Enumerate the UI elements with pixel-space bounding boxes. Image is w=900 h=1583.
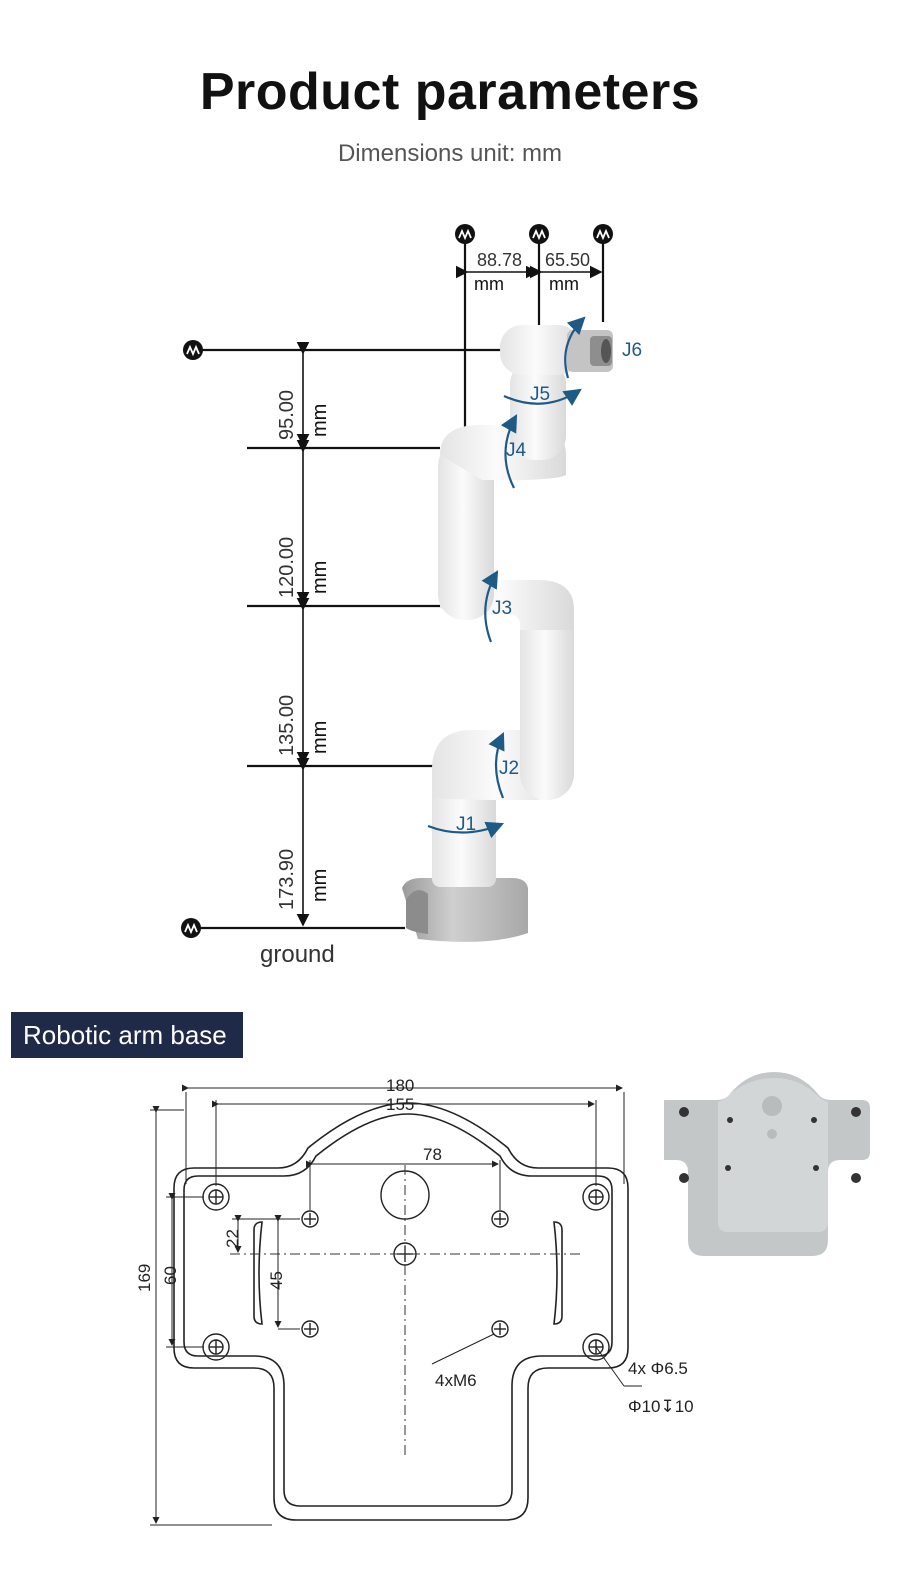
dim-inner-hole-spacing-v: 45 bbox=[267, 1271, 286, 1290]
dim-inner-offset: 22 bbox=[223, 1229, 242, 1248]
dimension-lines bbox=[150, 1084, 642, 1526]
dim-v1-value: 95.00 bbox=[276, 390, 298, 440]
datum-symbols bbox=[181, 224, 613, 938]
datum-icon bbox=[593, 224, 613, 244]
threaded-hole bbox=[301, 1320, 319, 1338]
dim-inner-hole-spacing: 78 bbox=[423, 1145, 442, 1164]
dim-v3-value: 135.00 bbox=[276, 695, 298, 756]
joint-rotation-arrows bbox=[427, 316, 586, 839]
counterbore-note: Φ10↧10 bbox=[628, 1397, 694, 1416]
center-lines bbox=[230, 1165, 582, 1455]
base-technical-drawing: 180 155 78 169 60 22 45 4xM6 4x Φ6.5 Φ10… bbox=[135, 1076, 694, 1526]
dim-overall-width: 180 bbox=[386, 1076, 414, 1095]
dim-outer-hole-spacing-v: 60 bbox=[161, 1266, 180, 1285]
dim-h1-unit: mm bbox=[474, 274, 504, 294]
joint-label-j3: J3 bbox=[492, 598, 512, 619]
robot-arm-illustration bbox=[402, 325, 613, 942]
threaded-hole bbox=[301, 1210, 319, 1228]
datum-icon bbox=[183, 340, 203, 360]
joint-label-j5: J5 bbox=[530, 384, 550, 405]
threaded-hole bbox=[491, 1320, 509, 1338]
dim-v2-unit: mm bbox=[309, 561, 331, 594]
corner-hole bbox=[202, 1183, 230, 1211]
dim-v1-unit: mm bbox=[309, 404, 331, 437]
base-outline bbox=[173, 1102, 629, 1521]
page-title: Product parameters bbox=[199, 63, 701, 121]
joint-label-j1: J1 bbox=[456, 814, 476, 835]
threaded-hole bbox=[491, 1210, 509, 1228]
joint-label-j6: J6 bbox=[622, 340, 642, 361]
section-label-robotic-arm-base: Robotic arm base bbox=[11, 1012, 243, 1058]
joint-label-j2: J2 bbox=[499, 758, 519, 779]
dim-v4-value: 173.90 bbox=[276, 849, 298, 910]
datum-icon bbox=[455, 224, 475, 244]
page-subtitle: Dimensions unit: mm bbox=[337, 140, 563, 167]
datum-icon bbox=[529, 224, 549, 244]
corner-hole bbox=[582, 1183, 610, 1211]
base-product-photo bbox=[664, 1072, 870, 1256]
arm-dimension-diagram: 88.78 mm 65.50 mm 95.00 mm 120.00 mm 135… bbox=[181, 224, 642, 968]
joint-label-j4: J4 bbox=[506, 440, 527, 461]
dim-h2-value: 65.50 bbox=[545, 250, 590, 270]
dim-hole-spacing-width: 155 bbox=[386, 1095, 414, 1114]
dim-h1-value: 88.78 bbox=[477, 250, 522, 270]
dim-overall-height: 169 bbox=[135, 1264, 154, 1292]
dim-v3-unit: mm bbox=[309, 721, 331, 754]
dim-v2-value: 120.00 bbox=[276, 537, 298, 598]
hole-note: 4x Φ6.5 bbox=[628, 1359, 688, 1378]
mounting-holes bbox=[202, 1170, 610, 1361]
thread-note: 4xM6 bbox=[435, 1371, 477, 1390]
ground-label: ground bbox=[260, 941, 335, 968]
dim-h2-unit: mm bbox=[549, 274, 579, 294]
datum-icon bbox=[181, 918, 201, 938]
dim-v4-unit: mm bbox=[309, 869, 331, 902]
